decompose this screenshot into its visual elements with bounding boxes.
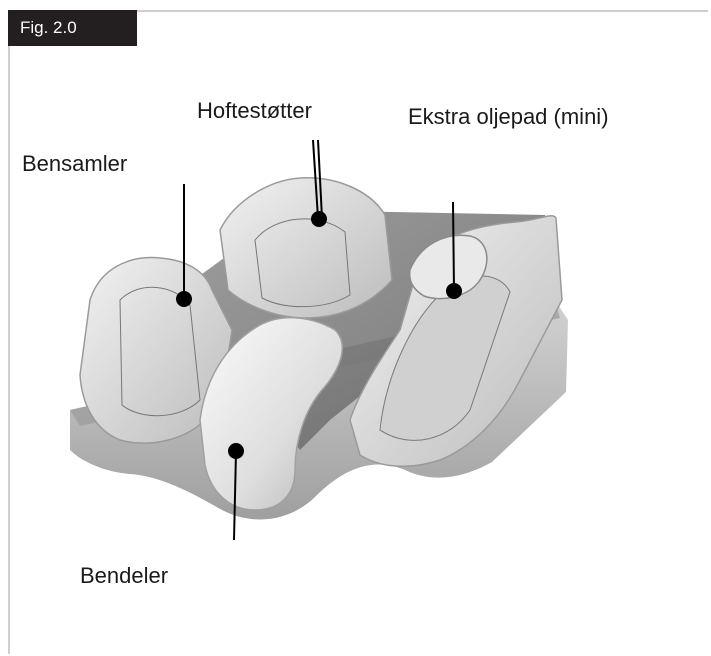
callout-dot-hip-support [311, 211, 327, 227]
callout-dot-leg-divider [228, 443, 244, 459]
label-leg-collector: Bensamler [22, 151, 127, 177]
label-leg-divider: Bendeler [80, 563, 168, 589]
hip-support-block [220, 178, 392, 318]
label-hip-support: Hoftestøtter [197, 98, 312, 124]
label-extra-oil-pad: Ekstra oljepad (mini) [408, 104, 609, 130]
callout-dot-leg-collector [176, 291, 192, 307]
callout-dot-oil-pad [446, 283, 462, 299]
